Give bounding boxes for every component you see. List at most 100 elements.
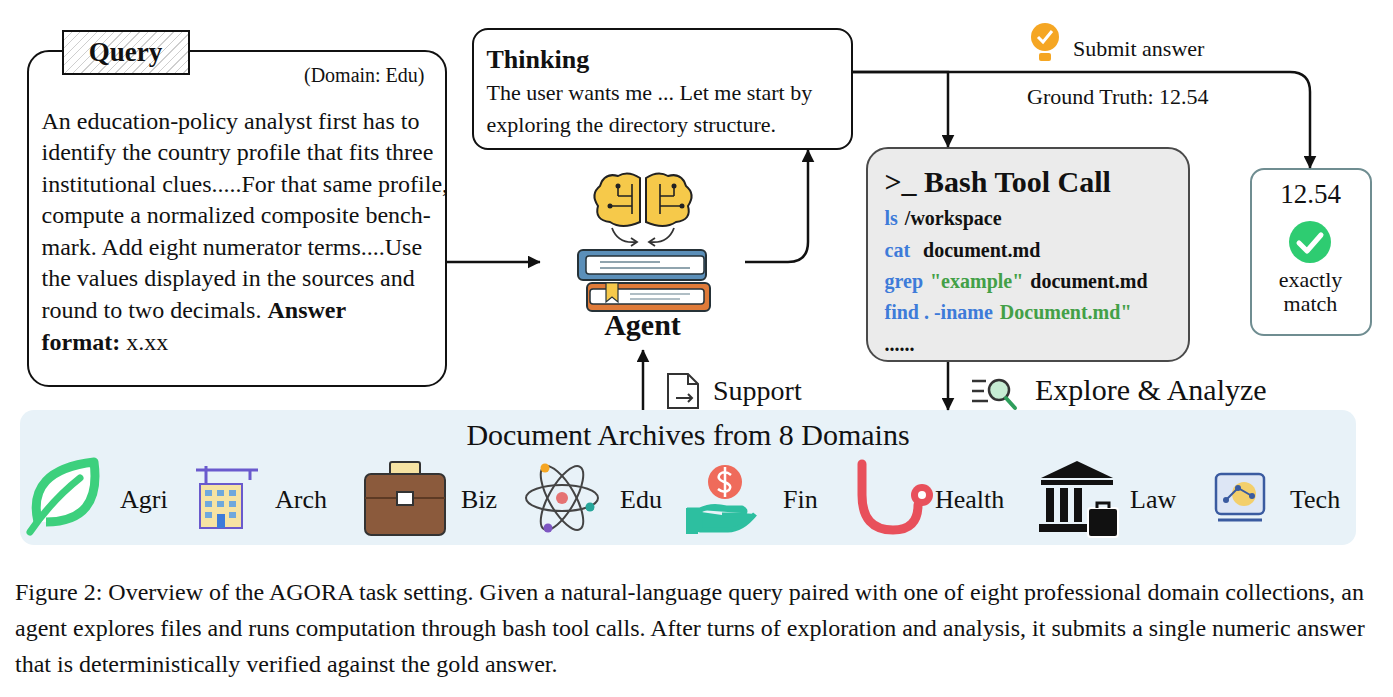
- brain-icon: [612, 184, 680, 214]
- edge-label: Explore & Analyze: [1035, 372, 1267, 408]
- tech-icon: [1249, 493, 1255, 499]
- document-icon: [688, 374, 698, 384]
- building-icon: [196, 466, 258, 528]
- thinking-box: ThinkingThe user wants me ... Let me sta…: [472, 28, 853, 150]
- search-icon: [989, 380, 1009, 400]
- atom-icon: [526, 460, 598, 535]
- flow-arrow: [853, 72, 948, 147]
- money-hand-icon: [686, 508, 698, 534]
- tech-icon: [1232, 482, 1256, 506]
- flow-arrow: [853, 72, 1310, 168]
- flow-arrow: [447, 261, 540, 264]
- search-icon: [972, 381, 988, 401]
- code-token: Document.md": [1000, 301, 1132, 323]
- flow-arrow: [745, 150, 808, 262]
- search-icon: [1006, 398, 1015, 408]
- money-hand-icon: [718, 467, 731, 497]
- book-stack-icon: [600, 262, 690, 268]
- book-stack-icon: [606, 283, 618, 302]
- node-text: Agent: [540, 307, 745, 343]
- code-line: find . -inameDocument.md": [885, 300, 1132, 324]
- brain-icon: [612, 228, 636, 242]
- code-token: ......: [885, 333, 915, 355]
- money-hand-icon: [708, 465, 742, 499]
- building-icon: [200, 484, 242, 528]
- tech-icon: [1223, 497, 1229, 503]
- building-icon: [217, 501, 224, 507]
- brain-icon: [672, 184, 677, 189]
- stethoscope-icon: [918, 491, 926, 499]
- code-token: grep: [885, 270, 924, 292]
- brain-icon: [646, 173, 692, 226]
- courthouse-icon: [1046, 488, 1054, 522]
- submit-badge-icon: [1038, 31, 1052, 42]
- node-text: Law: [1130, 484, 1176, 515]
- courthouse-icon: [1060, 488, 1068, 522]
- building-icon: [229, 490, 236, 496]
- tech-icon: [1216, 474, 1264, 514]
- brain-icon: [650, 228, 674, 242]
- atom-icon: [533, 460, 592, 535]
- node-text: >_ Bash Tool Call: [885, 164, 1185, 200]
- briefcase-icon: [365, 462, 445, 535]
- courthouse-icon: [1041, 461, 1113, 478]
- text-block: An education-policy analyst first has to…: [42, 106, 450, 359]
- edge-label: Submit answer: [1073, 36, 1204, 62]
- stethoscope-icon: [862, 464, 933, 530]
- building-icon: [229, 512, 236, 518]
- code-token: ls: [885, 207, 898, 229]
- node-text: Biz: [461, 484, 497, 515]
- code-token: document.md: [1030, 270, 1147, 292]
- building-icon: [205, 501, 212, 507]
- body-text: An education-policy analyst first has to…: [42, 108, 449, 324]
- node-text: Edu: [620, 484, 662, 515]
- brain-icon: [680, 204, 685, 209]
- atom-icon: [556, 492, 568, 504]
- code-line: ls/workspace: [885, 206, 1002, 230]
- node-text: 12.54: [1250, 178, 1372, 210]
- book-stack-icon: [578, 250, 706, 280]
- book-stack-icon: [586, 256, 704, 274]
- code-token: /workspace: [905, 207, 1002, 229]
- brain-icon: [631, 238, 655, 246]
- brain-icon: [594, 173, 691, 246]
- leaf-icon: [36, 462, 95, 522]
- book-stack-icon: [587, 283, 710, 311]
- node-text: Fin: [783, 484, 818, 515]
- agent-node: Agent: [540, 165, 745, 350]
- query-box: (Domain: Edu)An education-policy analyst…: [27, 50, 447, 387]
- document-icon: [668, 374, 698, 408]
- check-icon: [1289, 221, 1331, 263]
- courthouse-icon: [1039, 524, 1089, 532]
- brain-icon: [616, 184, 621, 189]
- courthouse-icon: [1088, 508, 1118, 537]
- briefcase-icon: [397, 492, 413, 505]
- node-text: Agri: [120, 484, 168, 515]
- atom-icon: [586, 503, 595, 512]
- code-line: catdocument.md: [885, 238, 1041, 262]
- node-text: The user wants me ... Let me start by ex…: [487, 77, 849, 141]
- code-token: cat: [885, 239, 911, 261]
- answer-box: 12.54 exactly match: [1250, 168, 1372, 336]
- bash-tool-box: >_ Bash Tool Callls/workspacecatdocument…: [866, 147, 1190, 362]
- node-text: Thinking: [487, 44, 787, 75]
- courthouse-icon: [1074, 488, 1082, 522]
- courthouse-icon: [1041, 480, 1113, 485]
- leaf-icon: [30, 478, 80, 532]
- figure-caption: Figure 2: Overview of the AGORA task set…: [15, 574, 1389, 682]
- atom-icon: [526, 485, 598, 511]
- stethoscope-icon: [911, 484, 933, 506]
- code-token: "example": [930, 270, 1023, 292]
- edge-label: Support: [713, 374, 802, 408]
- node-text: exactly match: [1260, 268, 1362, 316]
- document-icon: [676, 394, 692, 402]
- query-tab: Query: [62, 30, 190, 75]
- document-icon: [668, 374, 698, 408]
- building-icon: [205, 490, 212, 496]
- building-icon: [217, 490, 224, 496]
- tech-icon: [1216, 474, 1264, 520]
- node-text: Query: [62, 36, 190, 68]
- tech-icon: [1226, 488, 1252, 500]
- submit-badge-icon: [1039, 53, 1051, 61]
